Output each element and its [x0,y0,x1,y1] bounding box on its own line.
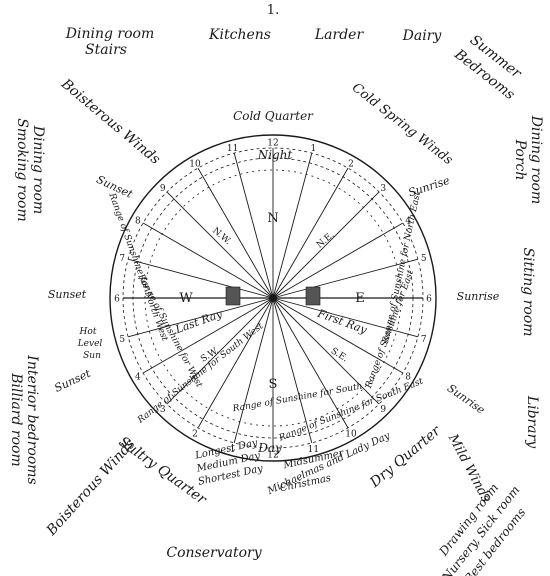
label-first-ray: First Ray [315,306,369,336]
hour-spoke [272,297,419,338]
hour-spoke [142,297,274,374]
label-dining-room-left: Dining room [30,125,46,214]
hour-number: 10 [345,430,357,440]
label-east: E [355,291,365,306]
hour-number: 4 [405,217,411,227]
hour-spoke [272,297,349,429]
hour-spoke [197,297,274,429]
hour-number: 1 [230,445,236,455]
hour-spoke [127,297,274,338]
hour-spoke [272,297,313,444]
label-stairs: Stairs [85,42,127,58]
label-dining-room-right: Dining room [528,115,544,204]
label-dairy: Dairy [402,28,443,44]
label-cold-spring-winds: Cold Spring Winds [349,80,456,168]
label-smoking-room: Smoking room [14,118,30,222]
label-ne: N.E. [315,230,337,250]
label-sunrise-se: Sunrise [445,382,488,417]
label-range-nw: Range of Sunshine for North West [106,191,169,343]
hour-number: 6 [114,295,120,305]
hour-spoke [272,191,380,299]
hour-number: 9 [160,184,166,194]
hour-spoke [166,191,274,299]
label-level: Level [77,339,103,349]
label-range-ne: Range of Sunshine for North East [381,191,423,346]
outer-ring [109,134,437,462]
hour-number: 12 [267,139,278,149]
hour-number: 4 [135,373,141,383]
label-day: Day [257,441,282,455]
hour-spoke [166,297,274,405]
label-nw: N.W. [210,226,232,247]
hour-number: 2 [192,430,198,440]
hour-number: 5 [119,335,125,345]
label-cold-quarter: Cold Quarter [233,109,314,123]
label-sitting-room: Sitting room [520,247,536,336]
figure-number: 1. [267,3,279,18]
label-porch: Porch [512,139,528,181]
hour-number: 2 [348,159,354,169]
label-conservatory: Conservatory [166,545,262,561]
label-sunset-west: Sunset [48,288,87,301]
hour-number: 7 [421,335,427,345]
label-library: Library [524,395,540,449]
label-billiard-room: Billiard room [8,372,24,466]
sunset-ray-marker [225,286,241,306]
hour-number: 7 [119,254,125,264]
hour-number: 1 [311,144,317,154]
label-north: N [267,211,278,226]
sunrise-ray-marker [305,286,321,306]
label-south: S [269,377,278,392]
hour-spoke [272,152,313,299]
hour-number: 11 [227,144,238,154]
label-west: W [179,291,193,306]
label-interior-bedrooms: Interior bedrooms [24,354,40,484]
label-sultry-quarter: Sultry Quarter [116,434,211,509]
hour-number: 3 [380,184,386,194]
hour-spoke [272,167,349,299]
hour-number: 5 [421,254,427,264]
hour-number: 6 [426,295,432,305]
label-kitchens: Kitchens [208,27,271,43]
label-dry-quarter: Dry Quarter [366,422,444,491]
hour-spoke [233,152,274,299]
hour-number: 8 [135,217,141,227]
hour-number: 12 [267,451,278,461]
label-sun: Sun [83,351,101,361]
label-dining-room-top: Dining room [65,26,154,42]
hour-number: 10 [189,159,201,169]
label-last-ray: Last Ray [173,307,225,336]
hour-spoke [197,167,274,299]
label-boisterous-winds-top: Boisterous Winds [57,75,163,168]
hour-number: 3 [160,405,166,415]
label-larder: Larder [314,27,365,43]
label-hot: Hot [79,327,97,337]
label-sunrise-east: Sunrise [457,290,500,303]
hour-spoke [272,222,404,299]
hour-spoke [127,258,274,299]
hour-number: 11 [308,445,319,455]
hour-spoke [272,297,380,405]
hour-spokes [123,148,423,448]
hour-number: 9 [380,405,386,415]
label-night: Night [257,148,293,162]
hour-spoke [142,222,274,299]
hour-spoke [233,297,274,444]
hour-number: 8 [405,373,411,383]
label-sunset-sw: Sunset [52,367,93,395]
label-se: S.E. [329,346,350,364]
hour-spoke [272,258,419,299]
hour-spoke [272,297,404,374]
